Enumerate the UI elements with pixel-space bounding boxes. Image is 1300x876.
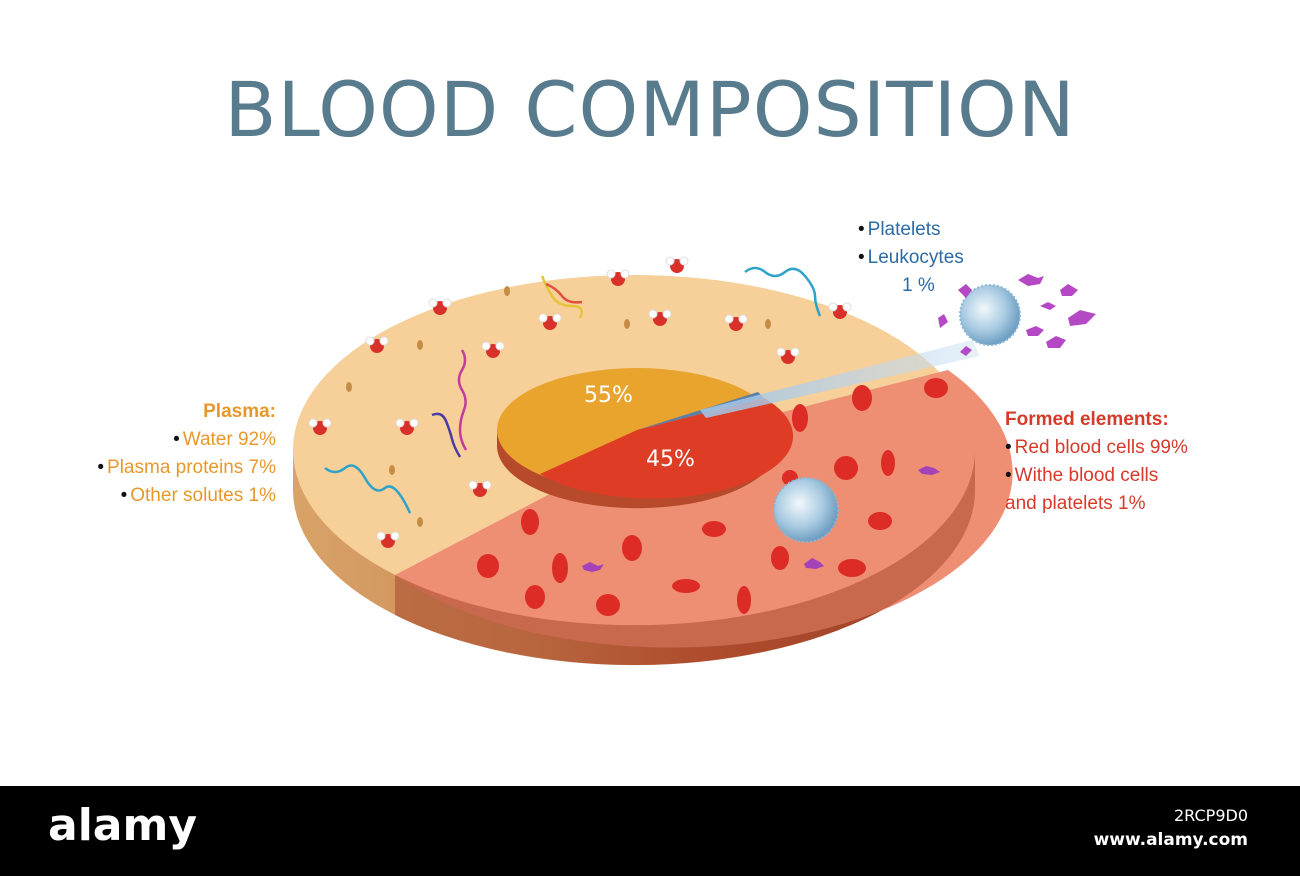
platelets-on-disc (582, 466, 940, 572)
image-id: 2RCP9D0 (1174, 806, 1248, 825)
minor-item-platelets: Platelets (858, 216, 964, 244)
formed-item-continuation: and platelets 1% (1005, 493, 1146, 514)
blood-composition-disc (293, 256, 1096, 666)
callout-beam (700, 340, 980, 418)
water-molecules (308, 256, 852, 548)
formed-elements-region (395, 370, 1013, 648)
minor-elements-legend: Platelets Leukocytes 1 % (858, 216, 964, 300)
other-solutes (346, 286, 771, 527)
formed-elements-legend: Formed elements: Red blood cells 99% Wit… (1005, 406, 1188, 518)
plasma-legend: Plasma: Water 92% Plasma proteins 7% Oth… (97, 398, 276, 510)
plasma-proteins (324, 266, 822, 514)
pie-slice-minor (637, 392, 764, 430)
plasma-item-proteins: Plasma proteins 7% (97, 454, 276, 482)
minor-percent: 1 % (902, 275, 935, 296)
watermark-info: 2RCP9D0 www.alamy.com (1094, 804, 1248, 852)
watermark-logo: alamy (48, 800, 197, 851)
white-blood-cell (773, 477, 839, 543)
plasma-item-water: Water 92% (97, 426, 276, 454)
red-blood-cells (477, 378, 948, 616)
formed-item-rbc: Red blood cells 99% (1005, 434, 1188, 462)
formed-percent-label: 45% (646, 447, 695, 472)
pie-slice-formed (540, 398, 794, 499)
watermark-url: www.alamy.com (1093, 830, 1248, 850)
plasma-header: Plasma: (203, 401, 276, 422)
watermark-bar: alamy 2RCP9D0 www.alamy.com (0, 786, 1300, 876)
formed-header: Formed elements: (1005, 409, 1169, 430)
plasma-percent-label: 55% (584, 383, 633, 408)
inner-pie (497, 368, 794, 509)
page-title: BLOOD COMPOSITION (224, 65, 1076, 154)
formed-item-wbc: Withe blood cells (1005, 462, 1188, 490)
minor-item-leukocytes: Leukocytes (858, 244, 964, 272)
magnified-cells (938, 274, 1096, 356)
plasma-item-solutes: Other solutes 1% (97, 482, 276, 510)
